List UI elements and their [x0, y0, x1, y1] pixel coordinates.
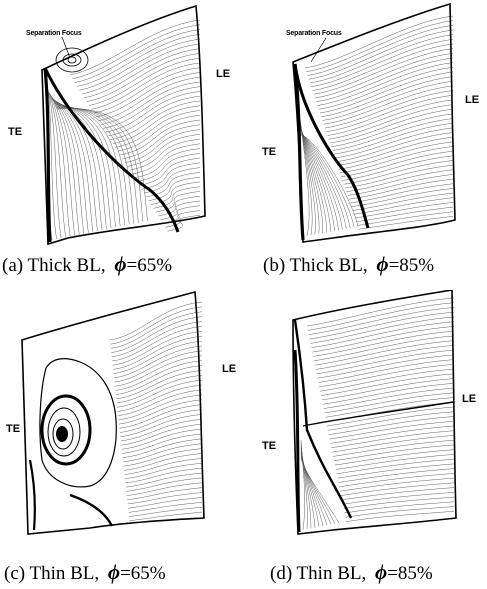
panel-c-caption-value: =65% [120, 563, 166, 584]
panel-a-blade-outline [42, 6, 205, 244]
panel-b-le-label: LE [465, 94, 479, 106]
phi-symbol: ϕ [108, 560, 120, 584]
panel-c-streamline-plot [0, 290, 243, 535]
panel-a-le-label: LE [216, 68, 230, 80]
panel-b-caption-text: (b) Thick BL, [263, 255, 368, 276]
panel-c-caption-text: (c) Thin BL, [4, 563, 99, 584]
panel-d-caption-text: (d) Thin BL, [270, 563, 366, 584]
panel-a-caption: (a) Thick BL, ϕ=65% [2, 252, 172, 277]
panel-a-streamline-plot [0, 0, 243, 250]
panel-b-caption-value: =85% [389, 255, 435, 276]
panel-d-streamline-plot [243, 290, 487, 535]
phi-symbol: ϕ [114, 252, 126, 276]
panel-a-separation-focus-label: Separation Focus [26, 30, 82, 37]
panel-d-caption: (d) Thin BL, ϕ=85% [270, 560, 433, 585]
panel-a-annotation-leader [62, 37, 70, 58]
panel-b-separation-focus-label: Separation Focus [286, 30, 342, 37]
panel-b-te-label: TE [262, 146, 276, 158]
panel-d-te-label: TE [262, 440, 276, 452]
panel-a-caption-value: =65% [127, 255, 173, 276]
panel-d-blade-outline [293, 290, 456, 534]
panel-c-te-label: TE [6, 423, 20, 435]
panel-a-caption-text: (a) Thick BL, [2, 255, 106, 276]
panel-c-vortex-core [56, 426, 68, 442]
panel-a-te-label: TE [8, 126, 22, 138]
panel-b-blade-surface [293, 4, 455, 242]
panel-b-streamline-plot [243, 0, 487, 250]
panel-d-le-label: LE [462, 393, 476, 405]
panel-b-caption: (b) Thick BL, ϕ=85% [263, 252, 434, 277]
panel-c-caption: (c) Thin BL, ϕ=65% [4, 560, 166, 585]
panel-d-caption-value: =85% [387, 563, 433, 584]
phi-symbol: ϕ [375, 560, 387, 584]
panel-d-blade-surface [293, 290, 456, 534]
panel-c-le-label: LE [222, 363, 236, 375]
panel-c-blade-surface [22, 292, 204, 534]
panel-a-blade-surface [42, 6, 205, 244]
phi-symbol: ϕ [376, 252, 388, 276]
